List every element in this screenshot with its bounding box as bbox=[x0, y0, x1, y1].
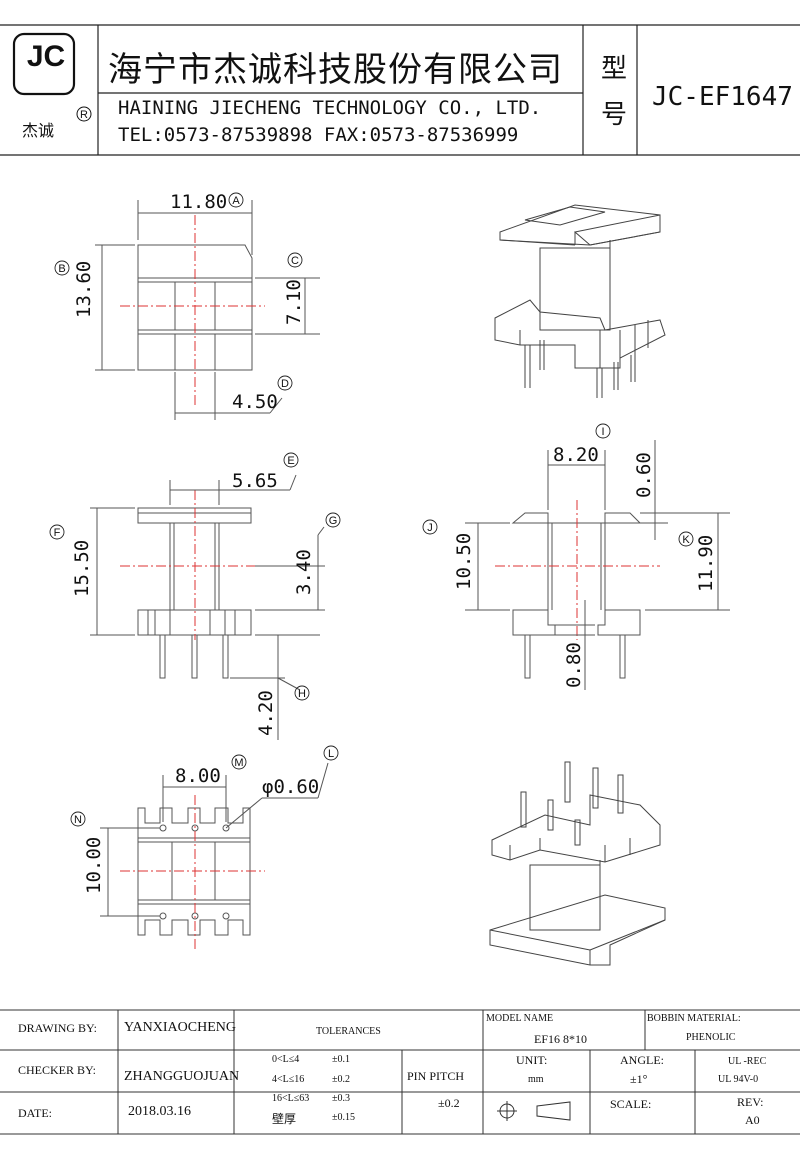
marker-f: F bbox=[54, 527, 61, 539]
drawing-by-value: YANXIAOCHENG bbox=[124, 1020, 236, 1035]
tolerances-label: TOLERANCES bbox=[316, 1026, 381, 1037]
dim-g: 3.40 bbox=[293, 549, 315, 595]
registered-icon bbox=[76, 106, 92, 122]
side-view-right bbox=[465, 440, 730, 690]
dim-h: 4.20 bbox=[255, 690, 277, 736]
dim-c: 7.10 bbox=[283, 279, 305, 325]
ul-rec: UL -REC bbox=[728, 1056, 767, 1067]
iso-view-bottom bbox=[489, 761, 666, 966]
title-block-grid bbox=[0, 1009, 800, 1135]
bobbin-material-value: PHENOLIC bbox=[686, 1032, 736, 1043]
checker-by-label: CHECKER BY: bbox=[18, 1063, 96, 1077]
drawing-by-label: DRAWING BY: bbox=[18, 1021, 97, 1035]
dim-i: 8.20 bbox=[553, 444, 599, 466]
dimension-markers bbox=[49, 192, 694, 827]
type-label-1: 型 bbox=[600, 54, 627, 84]
marker-m: M bbox=[234, 757, 243, 769]
unit-value: mm bbox=[528, 1074, 544, 1085]
iso-view-top bbox=[494, 204, 666, 398]
marker-k: K bbox=[682, 534, 690, 546]
marker-b: B bbox=[58, 263, 65, 275]
dim-i2: 0.60 bbox=[633, 452, 655, 498]
date-label: DATE: bbox=[18, 1106, 52, 1120]
tol-range-2: 4<L≤16 bbox=[272, 1074, 305, 1085]
marker-n: N bbox=[74, 814, 82, 826]
rev-label: REV: bbox=[737, 1095, 764, 1109]
dim-l: φ0.60 bbox=[262, 776, 319, 798]
marker-i: I bbox=[601, 426, 604, 438]
tol-value-4: ±0.15 bbox=[332, 1112, 355, 1123]
dim-m: 8.00 bbox=[175, 765, 221, 787]
tol-range-1: 0<L≤4 bbox=[272, 1054, 300, 1065]
unit-label: UNIT: bbox=[516, 1053, 548, 1067]
front-view-top bbox=[95, 200, 320, 420]
ul-94v0: UL 94V-0 bbox=[718, 1074, 759, 1085]
marker-c: C bbox=[291, 255, 299, 267]
registered-mark: R bbox=[80, 109, 88, 121]
company-contact: TEL:0573-87539898 FAX:0573-87536999 bbox=[118, 124, 519, 146]
company-name-en: HAINING JIECHENG TECHNOLOGY CO., LTD. bbox=[118, 97, 542, 119]
model-name-value: EF16 8*10 bbox=[534, 1032, 588, 1046]
scale-label: SCALE: bbox=[610, 1097, 652, 1111]
bottom-view bbox=[100, 762, 329, 950]
marker-h: H bbox=[298, 688, 306, 700]
angle-label: ANGLE: bbox=[620, 1053, 664, 1067]
marker-j: J bbox=[427, 522, 433, 534]
header-frame bbox=[0, 24, 800, 156]
type-label: 型 号 bbox=[594, 46, 634, 138]
dim-j: 10.50 bbox=[453, 533, 475, 590]
rev-value: A0 bbox=[745, 1113, 760, 1127]
dim-f: 15.50 bbox=[71, 540, 93, 597]
marker-a: A bbox=[232, 195, 240, 207]
company-name-cn: 海宁市杰诚科技股份有限公司 bbox=[108, 50, 563, 90]
checker-by-value: ZHANGGUOJUAN bbox=[124, 1069, 240, 1084]
logo-subtitle: 杰诚 bbox=[22, 121, 55, 140]
dim-b: 13.60 bbox=[73, 261, 95, 318]
tol-value-2: ±0.2 bbox=[332, 1074, 350, 1085]
pin-pitch-label: PIN PITCH bbox=[407, 1069, 465, 1083]
model-name-label: MODEL NAME bbox=[486, 1013, 554, 1024]
side-view-left bbox=[90, 474, 325, 740]
type-label-2: 号 bbox=[600, 100, 627, 130]
marker-d: D bbox=[281, 378, 289, 390]
tol-value-3: ±0.3 bbox=[332, 1093, 350, 1104]
model-number: JC-EF1647 bbox=[652, 82, 793, 112]
dim-n: 10.00 bbox=[83, 837, 105, 894]
tol-range-4: 壁厚 bbox=[272, 1112, 297, 1126]
marker-e: E bbox=[287, 455, 294, 467]
tol-value-1: ±0.1 bbox=[332, 1054, 350, 1065]
dim-k: 11.90 bbox=[695, 535, 717, 592]
marker-l: L bbox=[328, 748, 334, 760]
angle-value: ±1° bbox=[630, 1072, 648, 1086]
marker-g: G bbox=[329, 515, 338, 527]
dim-e: 5.65 bbox=[232, 470, 278, 492]
date-value: 2018.03.16 bbox=[128, 1104, 191, 1119]
logo: JC bbox=[26, 40, 66, 73]
bobbin-material-label: BOBBIN MATERIAL: bbox=[647, 1013, 741, 1024]
pin-pitch-value: ±0.2 bbox=[438, 1096, 460, 1110]
dim-a: 11.80 bbox=[170, 191, 227, 213]
logo-box bbox=[12, 32, 76, 96]
dim-k2: 0.80 bbox=[563, 642, 585, 688]
tol-range-3: 16<L≤63 bbox=[272, 1093, 310, 1104]
dim-d: 4.50 bbox=[232, 391, 278, 413]
